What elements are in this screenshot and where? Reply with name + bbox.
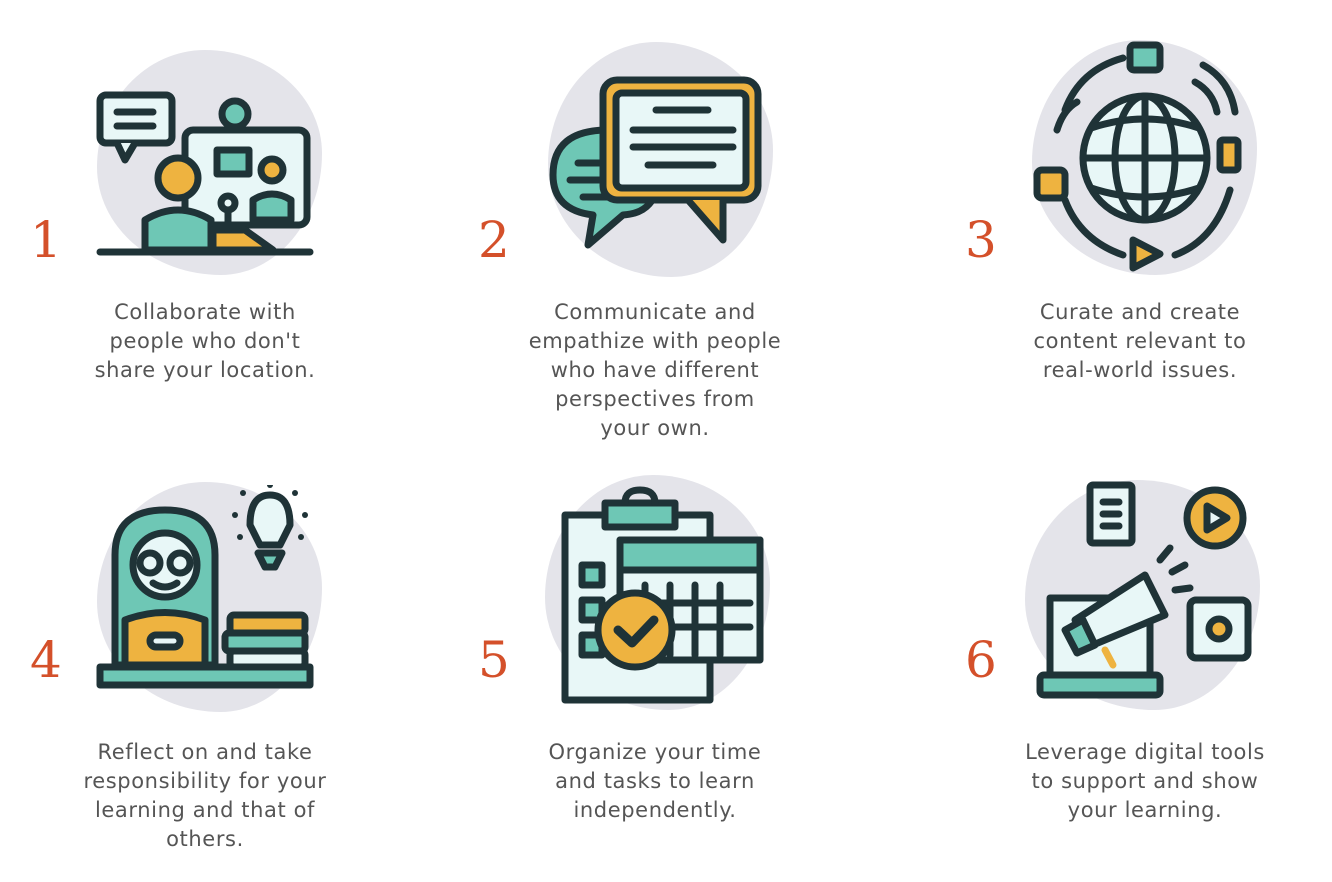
skill-item-2: 2 Communicate and empathize with people …	[450, 0, 890, 440]
globe-content-icon	[1033, 41, 1242, 272]
item-number: 3	[965, 211, 997, 269]
item-number: 6	[965, 631, 997, 689]
skill-item-4: 4 Reflect on and take responsibility for…	[0, 440, 440, 870]
skill-item-6: 6 Leverage digital tools to support and …	[890, 440, 1330, 870]
skill-item-1: 1 Collaborate with people who don't shar…	[0, 0, 440, 430]
megaphone-laptop-icon	[1036, 481, 1252, 699]
video-call-collaboration-icon	[96, 91, 314, 256]
calendar-checklist-icon	[561, 486, 764, 704]
item-number: 4	[30, 631, 62, 689]
item-caption: Curate and create content relevant to re…	[1033, 300, 1247, 382]
item-caption: Organize your time and tasks to learn in…	[548, 740, 762, 822]
item-caption: Collaborate with people who don't share …	[94, 300, 316, 382]
item-caption: Communicate and empathize with people wh…	[528, 300, 782, 440]
student-reflection-icon	[96, 485, 314, 689]
skill-item-5: 5 Organize your time and tasks to learn …	[450, 440, 890, 870]
item-number: 5	[478, 631, 510, 689]
skill-item-3: 3 Curate and create content relevant to …	[890, 0, 1330, 430]
item-number: 1	[30, 211, 62, 269]
chat-bubbles-icon	[549, 76, 762, 249]
item-caption: Reflect on and take responsibility for y…	[83, 740, 327, 851]
item-caption: Leverage digital tools to support and sh…	[1025, 740, 1265, 822]
item-number: 2	[478, 211, 510, 269]
